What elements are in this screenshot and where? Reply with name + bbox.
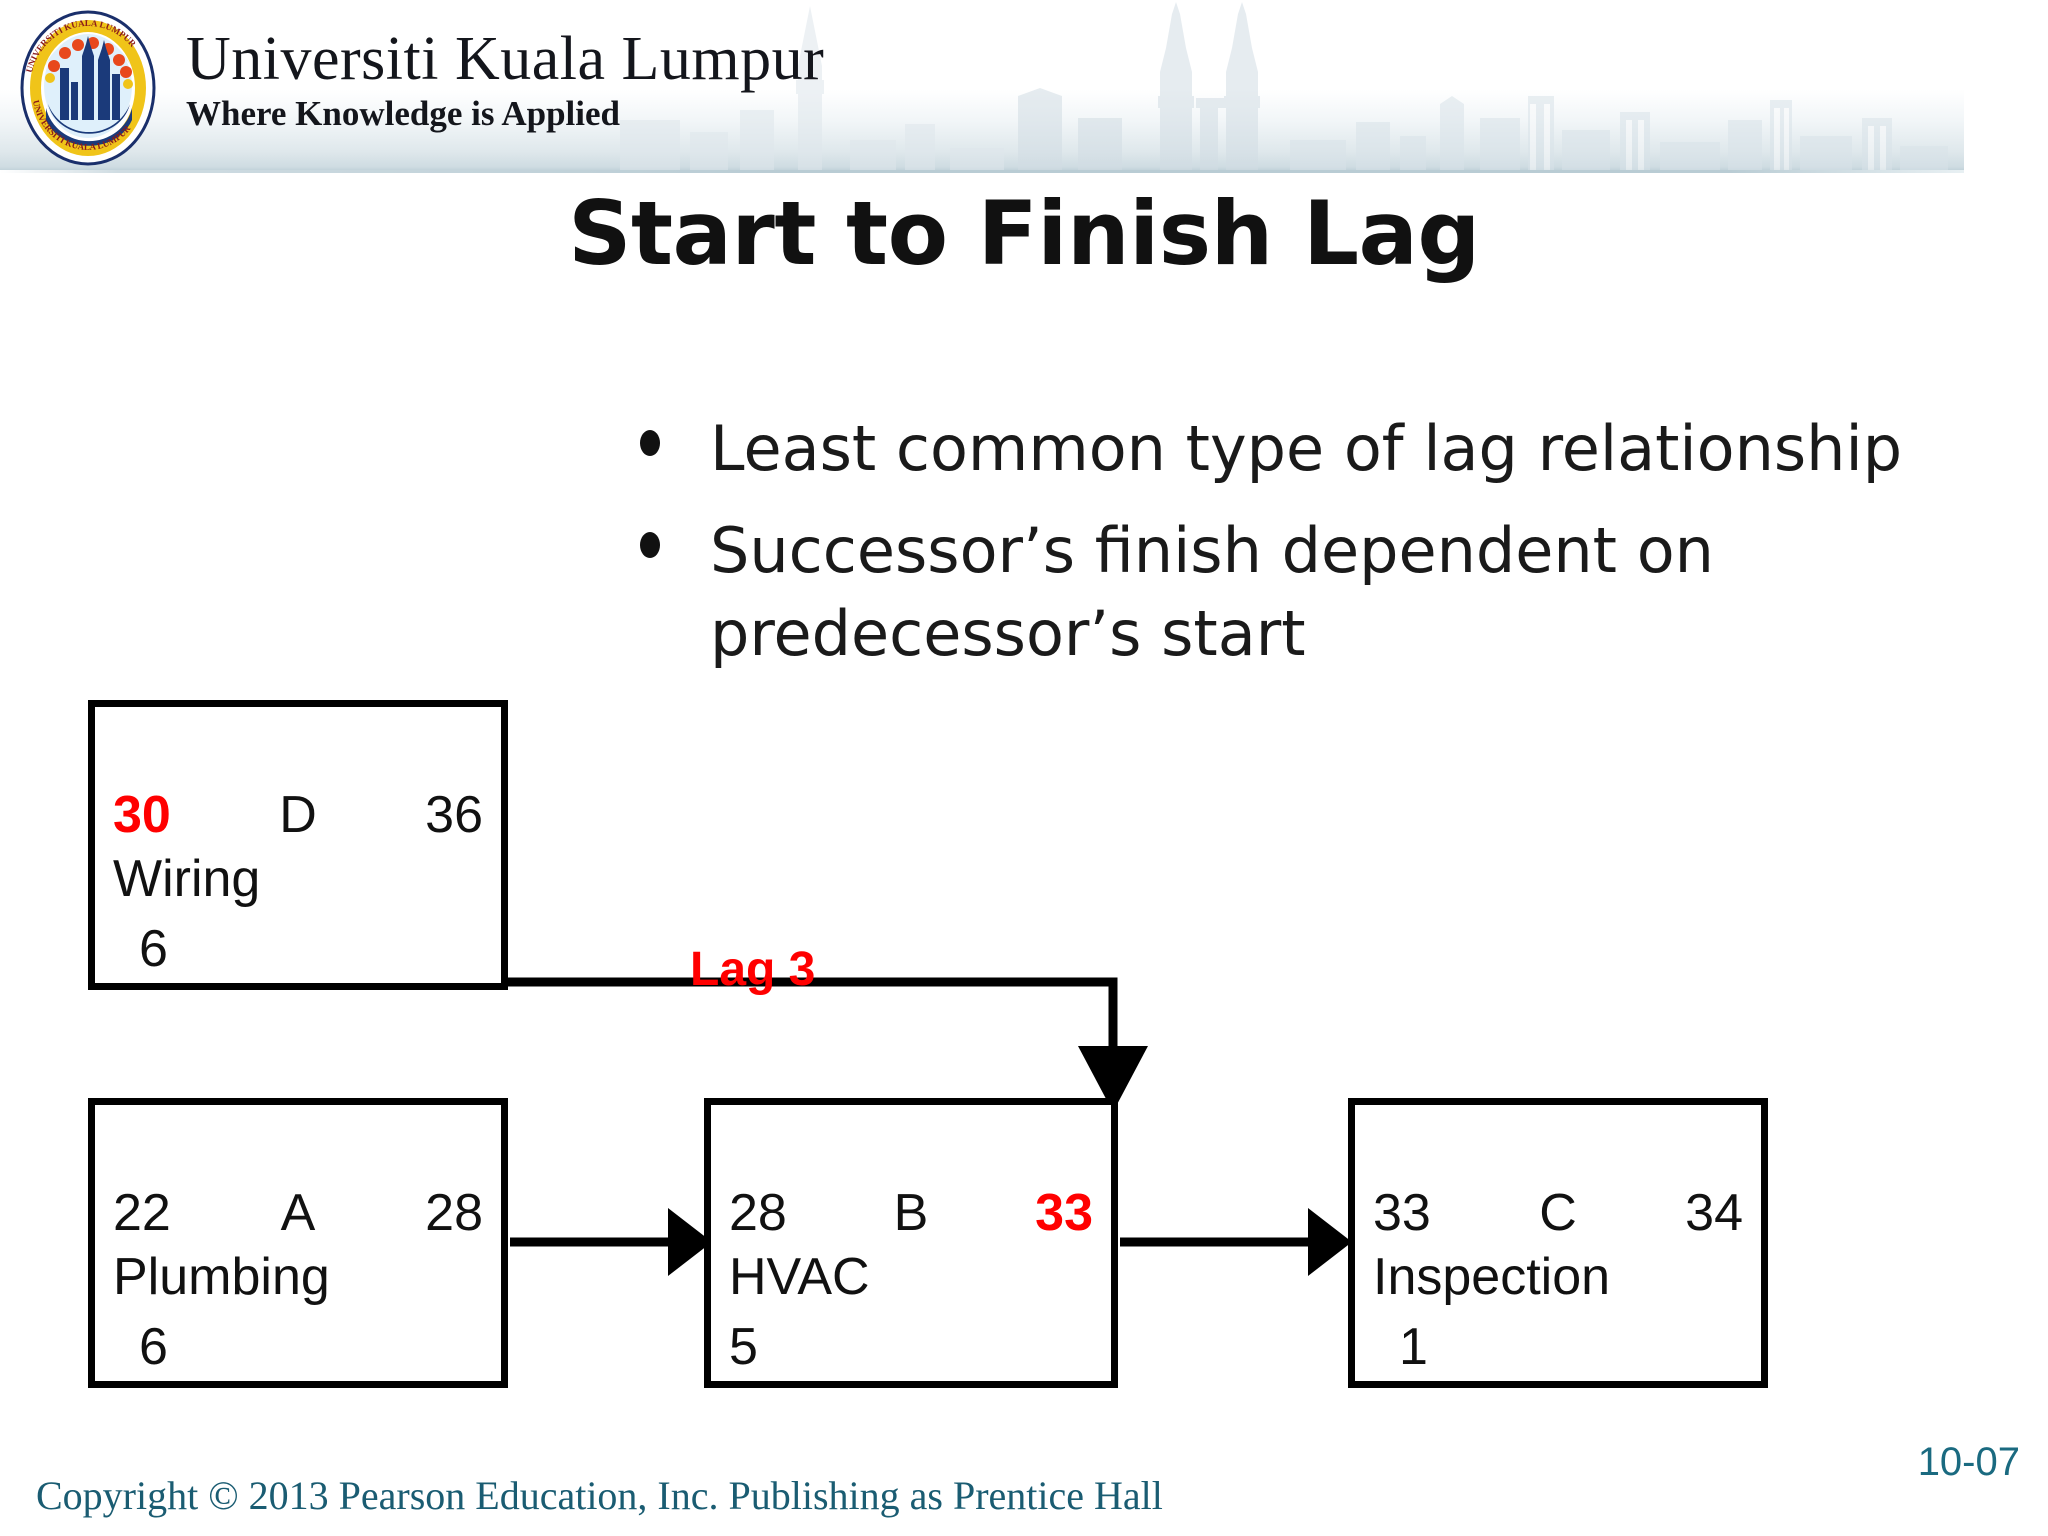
arrowhead-right-icon	[1308, 1208, 1352, 1276]
node-early-finish: 33	[1035, 1184, 1093, 1242]
bullet-dot-icon	[640, 532, 660, 559]
page-title: Start to Finish Lag	[568, 182, 1480, 285]
node-activity-name: Wiring	[113, 850, 261, 908]
node-early-finish: 34	[1685, 1184, 1743, 1242]
brand-name: Universiti Kuala Lumpur	[186, 25, 825, 93]
node-activity-id: C	[1539, 1184, 1577, 1242]
node-duration: 5	[729, 1318, 758, 1376]
header-divider-rule	[0, 170, 1964, 173]
node-activity-id: B	[893, 1184, 929, 1242]
bullet-list: Least common type of lag relationship Su…	[620, 408, 1980, 695]
bullet-text: Successor’s finish dependent on predeces…	[710, 514, 1714, 670]
node-activity-name: Plumbing	[113, 1248, 330, 1306]
node-early-start: 30	[113, 786, 171, 844]
node-duration: 6	[139, 1318, 168, 1376]
lag-label: Lag 3	[690, 943, 816, 996]
node-duration: 1	[1399, 1318, 1428, 1376]
list-item: Successor’s finish dependent on predeces…	[620, 510, 1980, 675]
node-duration: 6	[139, 920, 168, 978]
node-early-start: 28	[729, 1184, 787, 1242]
node-early-start: 22	[113, 1184, 171, 1242]
node-wiring[interactable]: 30 D 36 Wiring 6	[88, 700, 508, 990]
node-plumbing[interactable]: 22 A 28 Plumbing 6	[88, 1098, 508, 1388]
brand-tagline: Where Knowledge is Applied	[186, 94, 620, 133]
node-inspection[interactable]: 33 C 34 Inspection 1	[1348, 1098, 1768, 1388]
bullet-text: Least common type of lag relationship	[710, 412, 1903, 485]
node-activity-name: HVAC	[729, 1248, 870, 1306]
node-early-start: 33	[1373, 1184, 1431, 1242]
slide-header: UNIVERSITI KUALA LUMPUR UNIVERSITI KUALA…	[0, 0, 2048, 178]
page-number: 10-07	[1917, 1440, 2020, 1484]
node-hvac[interactable]: 28 B 33 HVAC 5	[704, 1098, 1118, 1388]
node-early-finish: 28	[425, 1184, 483, 1242]
list-item: Least common type of lag relationship	[620, 408, 1980, 490]
node-early-finish: 36	[425, 786, 483, 844]
copyright-notice: Copyright © 2013 Pearson Education, Inc.…	[36, 1473, 1163, 1518]
brand-text-block: Universiti Kuala Lumpur Where Knowledge …	[186, 28, 946, 131]
bullet-dot-icon	[640, 430, 660, 456]
node-activity-name: Inspection	[1373, 1248, 1611, 1306]
connector-wiring-to-hvac	[92, 977, 1118, 1050]
unikl-crest-logo: UNIVERSITI KUALA LUMPUR UNIVERSITI KUALA…	[20, 10, 156, 166]
kuala-lumpur-skyline-watermark	[620, 2, 1948, 172]
node-activity-id: D	[279, 786, 317, 844]
node-activity-id: A	[280, 1184, 316, 1242]
